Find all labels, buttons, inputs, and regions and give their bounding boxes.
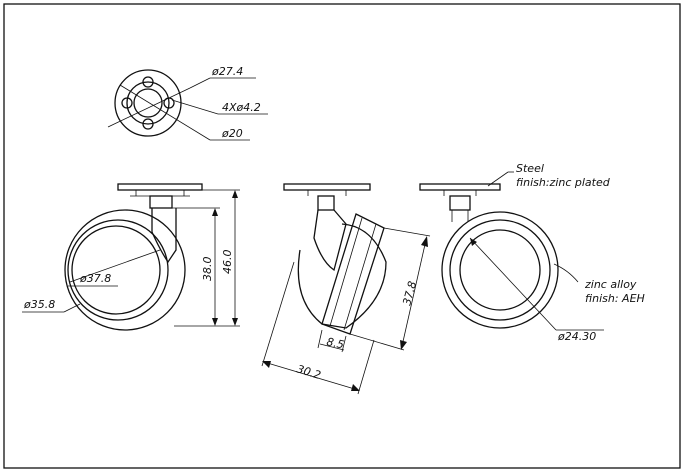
leader-wheel-note (553, 263, 579, 283)
total-height-label: 46.0 (221, 250, 234, 275)
middle-top-plate (283, 183, 371, 191)
right-wheel-outer (441, 211, 559, 329)
top-holes-label: 4Xø4.2 (222, 101, 261, 114)
wheel-note-line1: zinc alloy (584, 278, 637, 291)
right-top-plate (419, 183, 501, 191)
middle-offset-label: 8.5 (325, 335, 345, 351)
leader-right-wheel-diameter (469, 237, 557, 331)
left-rim-diameter-label: ø35.8 (23, 298, 55, 311)
center-boss-circle (133, 88, 163, 118)
left-fork (151, 208, 177, 264)
left-wheel-diameter-label: ø37.8 (79, 272, 111, 285)
left-wheel-rim (67, 219, 169, 321)
leader-inner-diameter (119, 84, 211, 141)
middle-width-label: 30.2 (295, 362, 322, 382)
left-wheel-inner (71, 225, 161, 315)
top-view-plate (107, 69, 268, 141)
wheel-note-line2: finish: AEH (585, 292, 645, 305)
plate-outer-circle (114, 69, 182, 137)
mount-hole-bottom (142, 118, 154, 130)
right-wheel-diameter-label: ø24.30 (557, 330, 596, 343)
bolt-circle (126, 81, 170, 125)
mount-hole-left (121, 97, 133, 109)
leader-holes (171, 99, 219, 115)
axle-height-label: 38.0 (201, 257, 214, 282)
right-stem (449, 195, 471, 211)
left-wheel-outer (64, 209, 186, 331)
middle-wheel-body (297, 223, 387, 329)
dim-middle-width (263, 361, 359, 391)
dim-middle-height (401, 239, 427, 347)
left-view-caster (22, 183, 240, 331)
plate-note-line1: Steel (516, 162, 544, 175)
top-inner-diameter-label: ø20 (221, 127, 243, 140)
left-top-plate (117, 183, 203, 191)
dim-middle-offset (319, 343, 345, 351)
middle-height-label: 37.8 (400, 280, 419, 307)
right-wheel-rim (449, 219, 551, 321)
leader-outer-diameter (107, 87, 191, 128)
top-outer-diameter-label: ø27.4 (211, 65, 243, 78)
right-view-caster (419, 171, 604, 331)
right-wheel-inner (459, 229, 541, 311)
plate-note-line2: finish:zinc plated (516, 176, 611, 189)
middle-view-caster (261, 183, 431, 395)
middle-stem (317, 195, 335, 211)
middle-fork (313, 209, 347, 272)
middle-wheel-face (321, 213, 385, 335)
left-stem (149, 195, 173, 209)
leader-plate-note (487, 171, 509, 187)
mount-hole-top (142, 76, 154, 88)
drawing-border (3, 3, 681, 469)
